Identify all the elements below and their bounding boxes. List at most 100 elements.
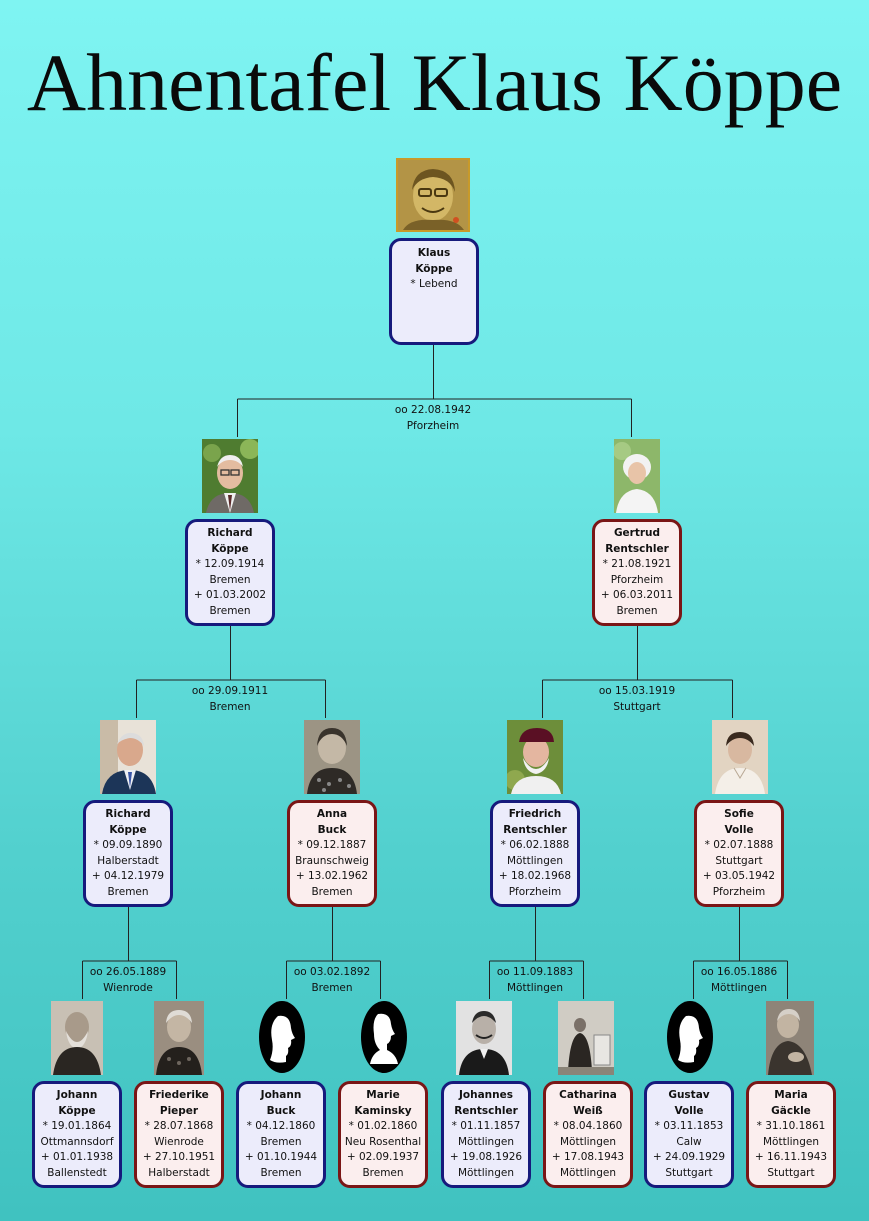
- person-birth-place: Wienrode: [154, 1135, 204, 1148]
- person-birth-date: * 04.12.1860: [246, 1120, 316, 1132]
- person-card-anna-buck[interactable]: Anna Buck * 09.12.1887 Braunschweig + 13…: [287, 800, 377, 907]
- marriage-label-buck-kaminsky: oo 03.02.1892 Bremen: [257, 964, 407, 996]
- person-death-place: Bremen: [362, 1166, 404, 1179]
- person-card-klaus-koeppe[interactable]: Klaus Köppe * Lebend: [389, 238, 479, 345]
- person-first-name: Marie: [366, 1089, 400, 1101]
- person-death-place: Halberstadt: [148, 1166, 210, 1179]
- person-death-place: Bremen: [260, 1166, 302, 1179]
- marriage-label-volle-gaeckle: oo 16.05.1886 Möttlingen: [664, 964, 814, 996]
- marriage-date: oo 16.05.1886: [700, 966, 778, 978]
- person-death-place: Bremen: [107, 885, 149, 898]
- marriage-label-koeppe-buck: oo 29.09.1911 Bremen: [155, 683, 305, 715]
- person-birth-place: Bremen: [260, 1135, 302, 1148]
- person-death-place: Möttlingen: [458, 1166, 514, 1179]
- person-card-johann-koeppe[interactable]: Johann Köppe * 19.01.1864 Ottmannsdorf +…: [32, 1081, 122, 1188]
- person-death-place: Pforzheim: [508, 885, 562, 898]
- marriage-label-rentschler-weiss: oo 11.09.1883 Möttlingen: [460, 964, 610, 996]
- person-birth-date: * 09.09.1890: [93, 839, 163, 851]
- person-last-name: Köppe: [109, 823, 147, 836]
- johann-buck-silhouette-icon: [258, 1000, 306, 1074]
- marriage-place: Bremen: [209, 701, 251, 713]
- person-birth-date: * 03.11.1853: [654, 1120, 724, 1132]
- person-birth-place: Calw: [676, 1135, 702, 1148]
- person-card-catharina-weiss[interactable]: Catharina Weiß * 08.04.1860 Möttlingen +…: [543, 1081, 633, 1188]
- person-birth-date: * 21.08.1921: [602, 558, 672, 570]
- person-death-place: Bremen: [311, 885, 353, 898]
- person-last-name: Buck: [317, 823, 347, 836]
- person-birth-place: Möttlingen: [458, 1135, 514, 1148]
- person-card-richard-koeppe-1914[interactable]: Richard Köppe * 12.09.1914 Bremen + 01.0…: [185, 519, 275, 626]
- person-death-date: + 02.09.1937: [346, 1151, 420, 1163]
- person-birth-place: Bremen: [209, 573, 251, 586]
- person-death-date: + 19.08.1926: [449, 1151, 523, 1163]
- marriage-label-klaus-parents: oo 22.08.1942 Pforzheim: [358, 402, 508, 434]
- person-birth-date: * 01.02.1860: [348, 1120, 418, 1132]
- person-last-name: Köppe: [415, 262, 453, 275]
- person-card-gustav-volle[interactable]: Gustav Volle * 03.11.1853 Calw + 24.09.1…: [644, 1081, 734, 1188]
- person-first-name: Anna: [316, 808, 348, 820]
- person-card-maria-gaeckle[interactable]: Maria Gäckle * 31.10.1861 Möttlingen + 1…: [746, 1081, 836, 1188]
- person-death-place: Bremen: [209, 604, 251, 617]
- marriage-date: oo 26.05.1889: [89, 966, 167, 978]
- richard-1914-photo: [202, 439, 258, 513]
- person-death-date: + 01.01.1938: [40, 1151, 114, 1163]
- person-card-friederike-pieper[interactable]: Friederike Pieper * 28.07.1868 Wienrode …: [134, 1081, 224, 1188]
- friedrich-photo: [507, 720, 563, 794]
- person-birth-place: Möttlingen: [763, 1135, 819, 1148]
- person-last-name: Köppe: [211, 542, 249, 555]
- person-card-gertrud-rentschler[interactable]: Gertrud Rentschler * 21.08.1921 Pforzhei…: [592, 519, 682, 626]
- person-death-date: + 27.10.1951: [142, 1151, 216, 1163]
- person-card-johannes-rentschler[interactable]: Johannes Rentschler * 01.11.1857 Möttlin…: [441, 1081, 531, 1188]
- person-death-date: + 03.05.1942: [702, 870, 776, 882]
- person-first-name: Richard: [105, 808, 151, 820]
- person-birth-date: * 09.12.1887: [297, 839, 367, 851]
- person-first-name: Maria: [774, 1089, 808, 1101]
- friederike-pieper-photo: [154, 1001, 204, 1075]
- marriage-date: oo 29.09.1911: [191, 685, 269, 697]
- marie-kaminsky-silhouette-icon: [360, 1000, 408, 1074]
- person-birth-date: * 08.04.1860: [553, 1120, 623, 1132]
- sofie-photo: [712, 720, 768, 794]
- person-card-sofie-volle[interactable]: Sofie Volle * 02.07.1888 Stuttgart + 03.…: [694, 800, 784, 907]
- person-card-johann-buck[interactable]: Johann Buck * 04.12.1860 Bremen + 01.10.…: [236, 1081, 326, 1188]
- person-birth-date: * 31.10.1861: [756, 1120, 826, 1132]
- gertrud-photo: [614, 439, 660, 513]
- person-card-richard-koeppe-1890[interactable]: Richard Köppe * 09.09.1890 Halberstadt +…: [83, 800, 173, 907]
- person-birth-date: * 12.09.1914: [195, 558, 265, 570]
- person-birth-place: Neu Rosenthal: [344, 1135, 422, 1148]
- catharina-weiss-photo: [558, 1001, 614, 1075]
- person-card-friedrich-rentschler[interactable]: Friedrich Rentschler * 06.02.1888 Möttli…: [490, 800, 580, 907]
- person-last-name: Rentschler: [454, 1104, 518, 1117]
- johann-koeppe-photo: [51, 1001, 103, 1075]
- person-first-name: Johannes: [458, 1089, 513, 1101]
- person-last-name: Volle: [674, 1104, 704, 1117]
- marriage-place: Wienrode: [103, 982, 153, 994]
- person-death-date: + 13.02.1962: [295, 870, 369, 882]
- person-first-name: Friedrich: [508, 808, 562, 820]
- person-birth-date: * 06.02.1888: [500, 839, 570, 851]
- marriage-date: oo 03.02.1892: [293, 966, 371, 978]
- person-birth-place: Möttlingen: [507, 854, 563, 867]
- person-birth-place: Stuttgart: [715, 854, 763, 867]
- gustav-volle-silhouette-icon: [666, 1000, 714, 1074]
- person-death-place: Ballenstedt: [47, 1166, 107, 1179]
- person-first-name: Johann: [260, 1089, 302, 1101]
- johannes-rentschler-photo: [456, 1001, 512, 1075]
- person-death-date: + 24.09.1929: [652, 1151, 726, 1163]
- marriage-date: oo 11.09.1883: [496, 966, 574, 978]
- person-last-name: Kaminsky: [354, 1104, 412, 1117]
- person-card-marie-kaminsky[interactable]: Marie Kaminsky * 01.02.1860 Neu Rosentha…: [338, 1081, 428, 1188]
- person-last-name: Weiß: [573, 1104, 603, 1117]
- person-first-name: Sofie: [724, 808, 754, 820]
- person-birth-date: * 19.01.1864: [42, 1120, 112, 1132]
- person-death-date: + 01.03.2002: [193, 589, 267, 601]
- marriage-place: Pforzheim: [406, 420, 460, 432]
- person-last-name: Rentschler: [503, 823, 567, 836]
- person-birth-date: * 28.07.1868: [144, 1120, 214, 1132]
- person-first-name: Gustav: [668, 1089, 710, 1101]
- person-birth-place: Braunschweig: [295, 854, 369, 867]
- person-birth-date: * 02.07.1888: [704, 839, 774, 851]
- marriage-place: Stuttgart: [613, 701, 661, 713]
- person-birth: * Lebend: [410, 278, 458, 290]
